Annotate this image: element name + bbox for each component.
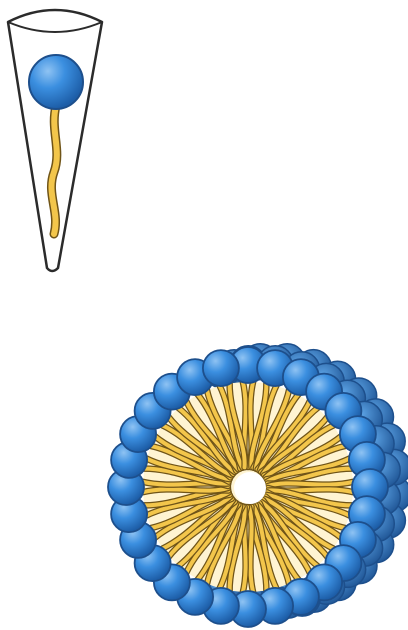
single-lipid-in-cone — [8, 10, 102, 271]
lipid-head — [29, 55, 83, 109]
micelle-tail — [249, 507, 253, 593]
micelle-tail — [142, 488, 228, 492]
micelle-cross-section — [108, 344, 408, 627]
micelle-tail — [268, 482, 354, 486]
micelle-head — [203, 350, 239, 386]
lipid-tail — [51, 106, 56, 234]
cone-rim — [8, 22, 102, 32]
micelle-centre — [234, 472, 266, 504]
